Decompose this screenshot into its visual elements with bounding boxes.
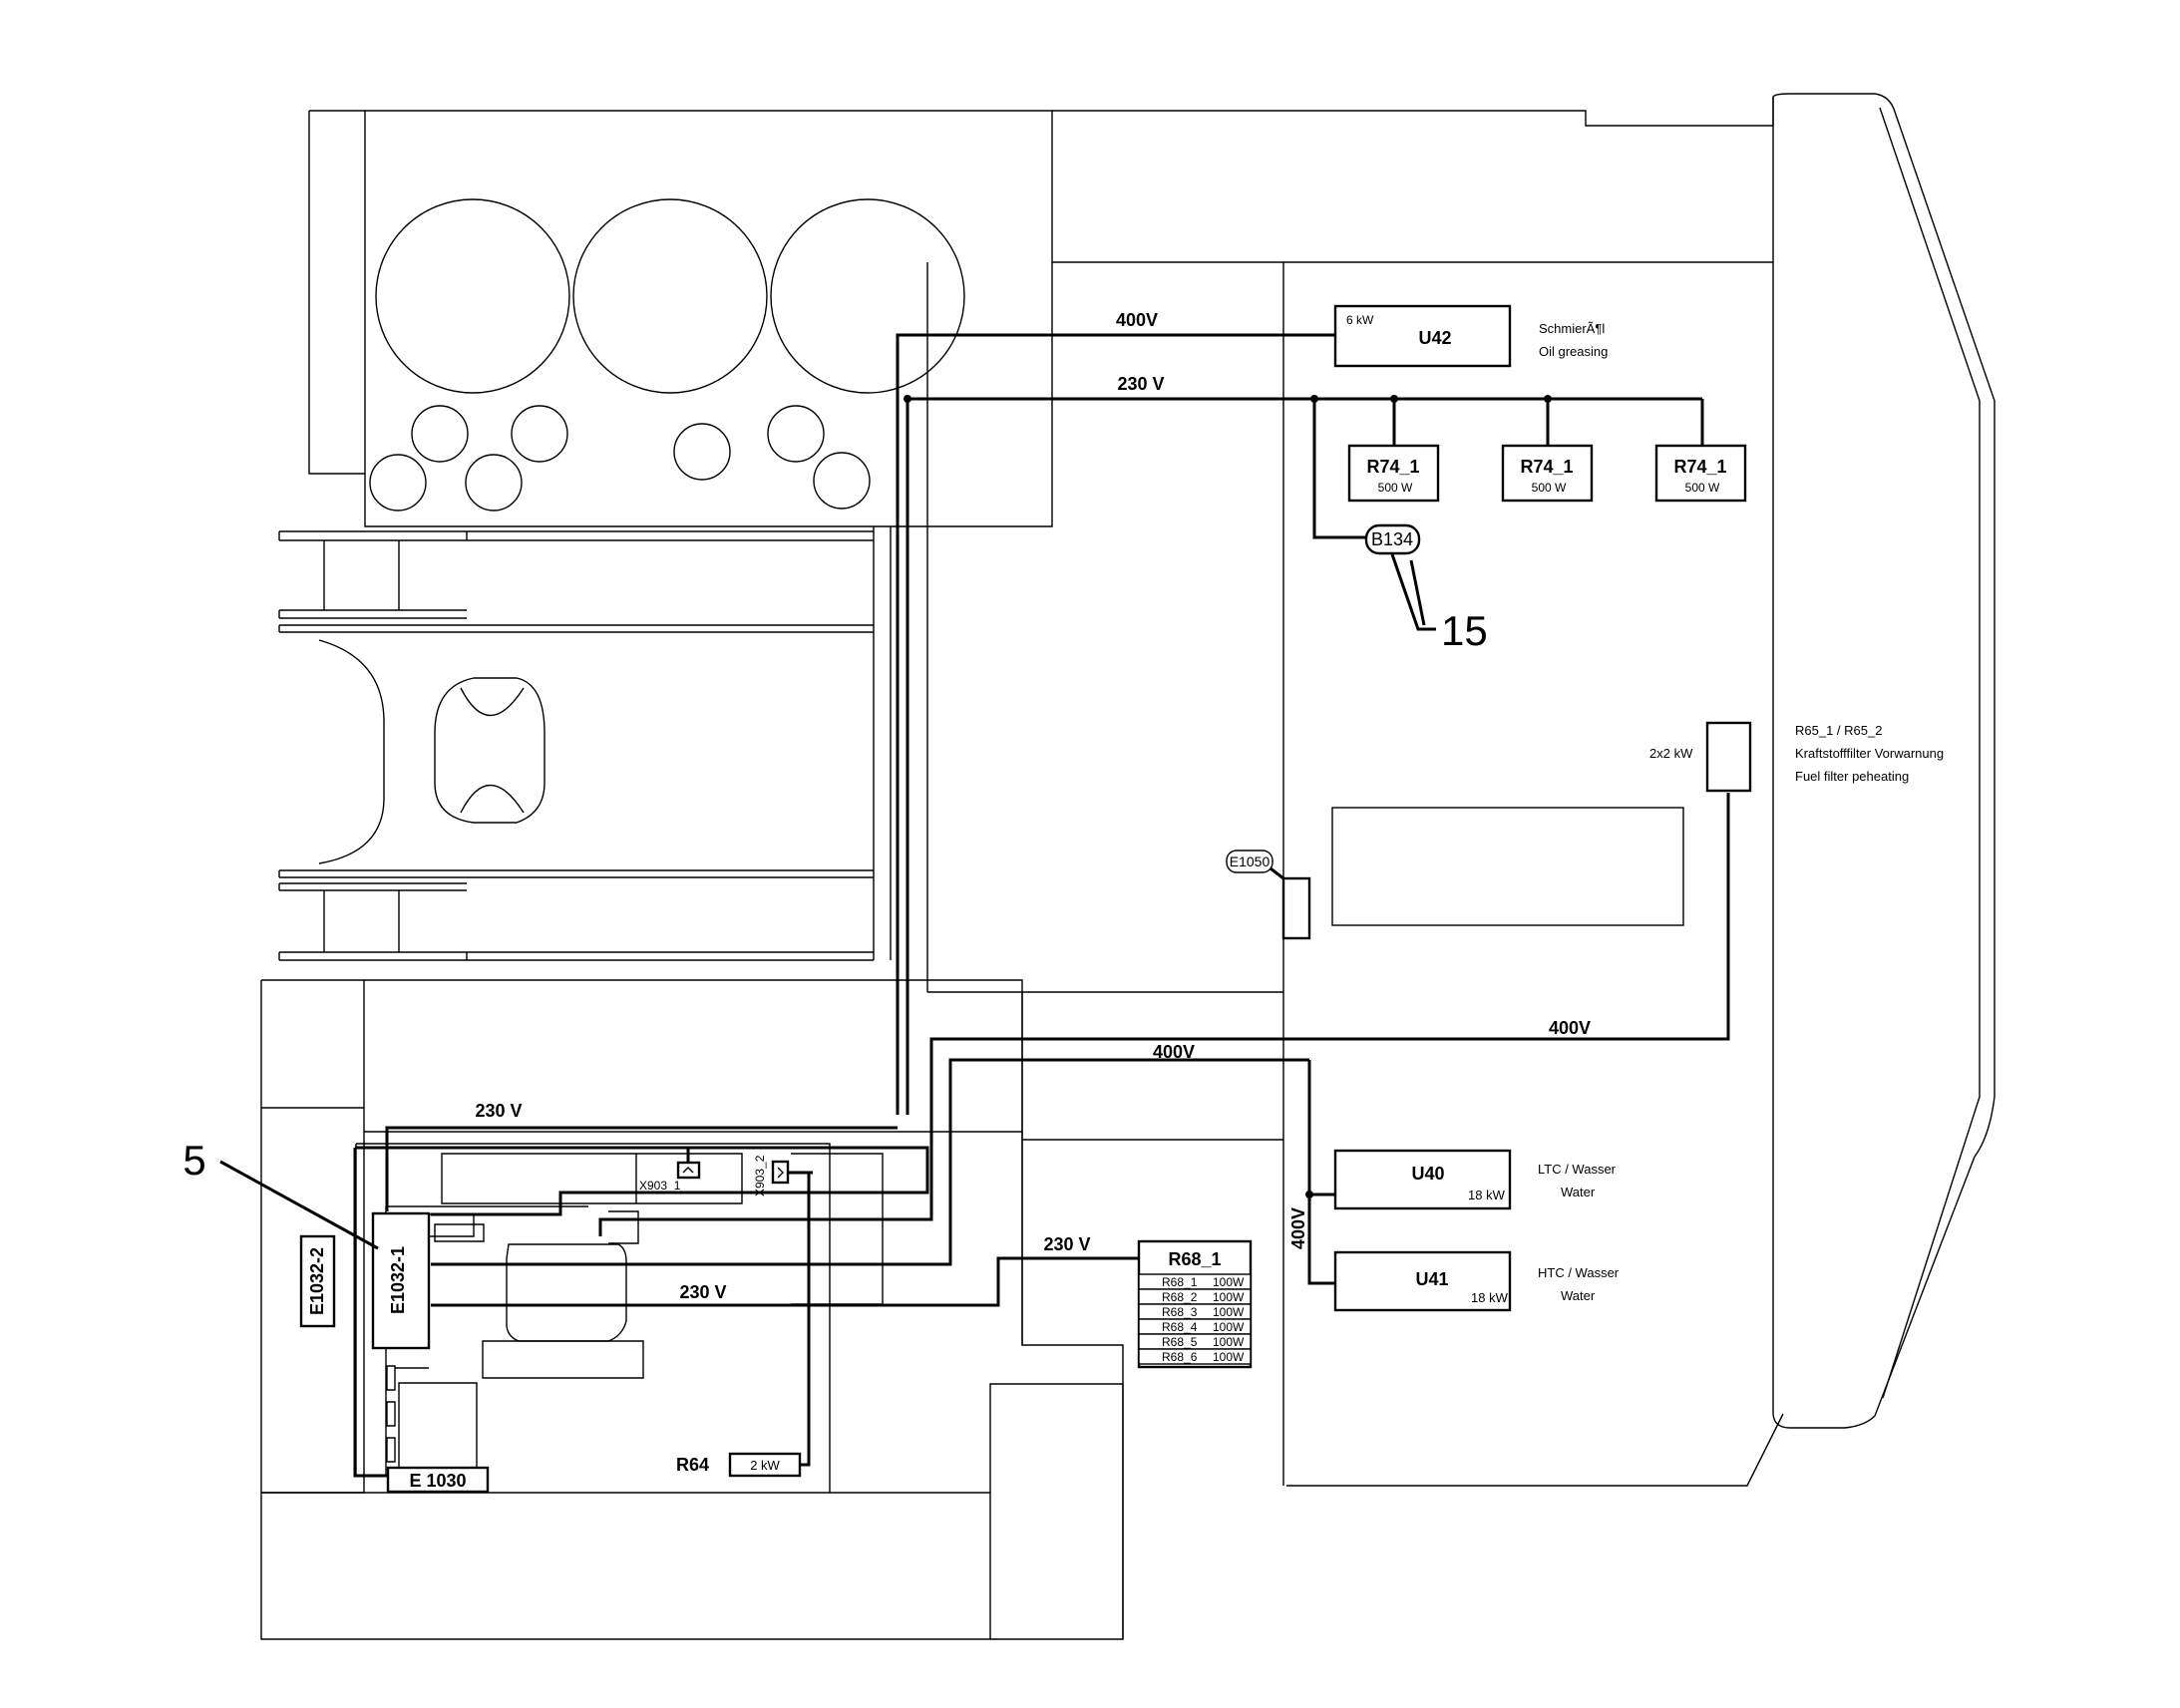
wire-label-400v-mid: 400V: [1153, 1042, 1195, 1062]
callout-5-number: 5: [182, 1137, 205, 1184]
r68-row-power: 100W: [1213, 1320, 1245, 1334]
r68-row-power: 100W: [1213, 1335, 1245, 1349]
r65-fuel-filter-heater: 2x2 kW R65_1 / R65_2 Kraftstofffilter Vo…: [1649, 721, 1944, 793]
r64-power: 2 kW: [750, 1458, 780, 1473]
u41-label: U41: [1415, 1269, 1448, 1289]
u40-ltc-water-heater: U40 18 kW LTC / Wasser Water: [1333, 1149, 1617, 1210]
wire-label-400v-vertical: 400V: [1288, 1207, 1308, 1249]
x903-1-label: X903_1: [639, 1179, 681, 1193]
wire-label-400v-top: 400V: [1116, 310, 1158, 330]
e1032-2-module: E1032-2: [299, 1234, 336, 1328]
u40-power: 18 kW: [1468, 1188, 1506, 1202]
callout-5: 5: [182, 1137, 379, 1250]
r68-row-power: 100W: [1213, 1275, 1245, 1289]
r65-label: R65_1 / R65_2: [1795, 723, 1882, 738]
u41-desc-1: HTC / Wasser: [1538, 1265, 1620, 1280]
r74-heater-2: R74_1 500 W: [1501, 444, 1594, 503]
r68-row: R68_1 100W: [1138, 1273, 1252, 1290]
r68-rows: R68_1 100W R68_2 100W R68_3 100W R68_4 1…: [1138, 1273, 1252, 1365]
u42-label: U42: [1418, 328, 1451, 348]
e1050-sensor: E1050: [1226, 850, 1311, 940]
r74-2-label: R74_1: [1520, 457, 1573, 477]
b134-sensor-tag: B134: [1364, 523, 1421, 555]
r68-row-name: R68_5: [1162, 1335, 1198, 1349]
wire-label-230v-r68: 230 V: [1043, 1234, 1090, 1254]
e1030-module: E 1030: [386, 1466, 490, 1494]
r65-power: 2x2 kW: [1649, 746, 1693, 761]
u42-desc-de: SchmierÃ¶l: [1539, 321, 1605, 336]
r68-row: R68_5 100W: [1138, 1333, 1252, 1350]
callout-15-number: 15: [1441, 607, 1488, 654]
r65-desc-en: Fuel filter peheating: [1795, 769, 1909, 784]
wire-label-230v-top: 230 V: [1117, 374, 1164, 394]
wire-label-400v-right: 400V: [1549, 1018, 1591, 1038]
u42-desc-en: Oil greasing: [1539, 344, 1608, 359]
u40-label: U40: [1411, 1164, 1444, 1184]
x903-2-label: X903_2: [753, 1155, 767, 1196]
r64-label: R64: [676, 1455, 709, 1475]
r68-row: R68_2 100W: [1138, 1288, 1252, 1305]
e1032-2-label: E1032-2: [307, 1247, 327, 1315]
r68-label: R68_1: [1168, 1249, 1221, 1269]
r68-row: R68_6 100W: [1138, 1348, 1252, 1365]
x903-2-connector: X903_2: [753, 1155, 790, 1196]
r74-heater-3: R74_1 500 W: [1654, 444, 1747, 503]
r68-row-name: R68_6: [1162, 1350, 1198, 1364]
r65-desc-de: Kraftstofffilter Vorwarnung: [1795, 746, 1944, 761]
b134-label: B134: [1371, 529, 1413, 549]
u41-htc-water-heater: U41 18 kW HTC / Wasser Water: [1333, 1250, 1620, 1312]
u40-desc-2: Water: [1561, 1185, 1596, 1199]
r68-row-name: R68_1: [1162, 1275, 1198, 1289]
r74-1-label: R74_1: [1366, 457, 1419, 477]
u41-desc-2: Water: [1561, 1288, 1596, 1303]
r64-heater: R64 2 kW: [676, 1452, 802, 1478]
r68-row-power: 100W: [1213, 1350, 1245, 1364]
r74-1-power: 500 W: [1378, 481, 1413, 495]
r68-row-name: R68_2: [1162, 1290, 1198, 1304]
u40-desc-1: LTC / Wasser: [1538, 1162, 1617, 1177]
e1032-1-label: E1032-1: [388, 1246, 408, 1314]
e1032-1-module: E1032-1: [371, 1211, 431, 1350]
r68-row: R68_3 100W: [1138, 1303, 1252, 1320]
wire-label-230v-bottom: 230 V: [679, 1282, 726, 1302]
e1030-label: E 1030: [409, 1471, 466, 1491]
r68-row-name: R68_3: [1162, 1305, 1198, 1319]
r74-heater-1: R74_1 500 W: [1347, 444, 1440, 503]
r68-row: R68_4 100W: [1138, 1318, 1252, 1335]
r74-3-label: R74_1: [1673, 457, 1726, 477]
wiring: [353, 333, 1730, 1478]
x903-1-connector: X903_1: [639, 1161, 701, 1193]
wire-label-230v-left: 230 V: [475, 1101, 522, 1121]
r68-row-name: R68_4: [1162, 1320, 1198, 1334]
r74-3-power: 500 W: [1685, 481, 1720, 495]
junction-dots: [904, 395, 1552, 1198]
r68-heater-bank: R68_1 R68_1 100W R68_2 100W R68_3 100W R…: [1137, 1239, 1253, 1369]
u42-power: 6 kW: [1346, 313, 1374, 327]
callout-15: 15: [1390, 553, 1488, 654]
r68-row-power: 100W: [1213, 1290, 1245, 1304]
machine-outline: [260, 93, 1996, 1640]
u41-power: 18 kW: [1471, 1290, 1509, 1305]
e1050-label: E1050: [1230, 854, 1271, 869]
r74-2-power: 500 W: [1532, 481, 1567, 495]
r68-row-power: 100W: [1213, 1305, 1245, 1319]
u42-oil-greasing-heater: 6 kW U42 SchmierÃ¶l Oil greasing: [1333, 304, 1608, 368]
